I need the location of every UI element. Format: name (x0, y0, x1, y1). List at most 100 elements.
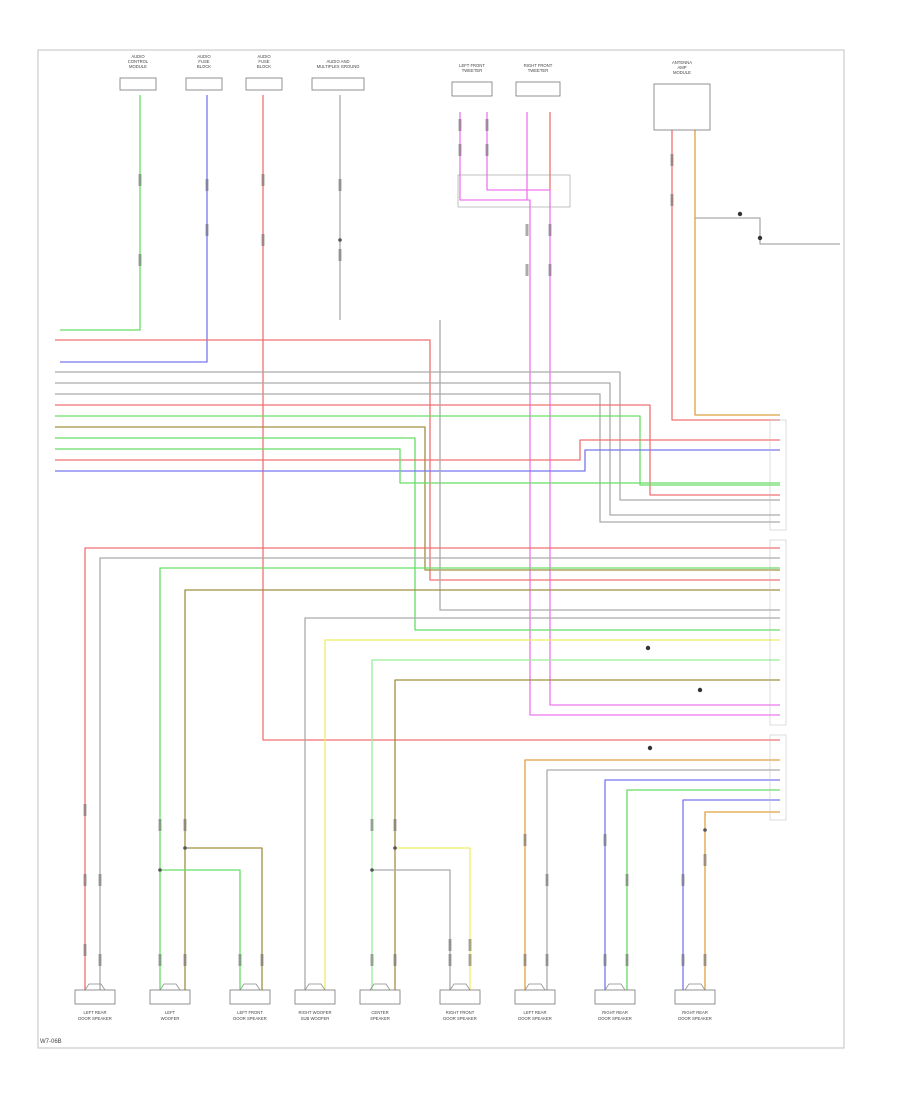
speaker-icon (239, 983, 261, 991)
top-component-label: CONTROL (128, 59, 149, 64)
connector-mark (238, 954, 242, 966)
connector-mark (458, 144, 462, 156)
top-component-5 (451, 81, 493, 97)
speaker-label: RIGHT REAR (602, 1010, 628, 1015)
spk2-wire-a (159, 567, 780, 1000)
top-component-1 (119, 77, 157, 91)
ground-symbol (645, 645, 651, 651)
speaker-label: LEFT FRONT (237, 1010, 263, 1015)
speaker-label: DOOR SPEAKER (518, 1016, 552, 1021)
speaker-icon (84, 983, 106, 991)
top-component-label: AMP (677, 65, 686, 70)
top-component-label: ANTENNA (672, 60, 692, 65)
harness-wire-4 (55, 393, 780, 523)
speaker-4 (294, 989, 336, 1005)
spk8-wire-b (626, 789, 780, 1000)
connector-mark (525, 224, 529, 236)
connector-mark (523, 954, 527, 966)
top-component-3 (245, 77, 283, 91)
connector-mark (670, 194, 674, 206)
spk2-wire-b (184, 589, 780, 1000)
connector-mark (625, 954, 629, 966)
connector-mark (183, 954, 187, 966)
connector-mark (183, 819, 187, 831)
connector-mark (681, 874, 685, 886)
speaker-icon (684, 983, 706, 991)
ground-symbol (697, 687, 703, 693)
speaker-label: RIGHT REAR (682, 1010, 708, 1015)
top-component-4 (311, 77, 365, 91)
spk4-wire-b (324, 639, 780, 1000)
top-component-label: TWEETER (462, 68, 482, 73)
top-component-label: AUDIO (131, 54, 145, 59)
connector-mark (670, 154, 674, 166)
top-component-label: FUSE (198, 59, 209, 64)
connector-mark (603, 834, 607, 846)
connector-mark (548, 224, 552, 236)
ground-symbol (757, 235, 763, 241)
speaker-label: LEFT REAR (84, 1010, 107, 1015)
footer-code: W7-06B (40, 1039, 62, 1045)
connector-mark (468, 954, 472, 966)
connector-mark (261, 234, 265, 246)
speaker-9 (674, 989, 716, 1005)
harness-wire-gray-b (439, 320, 780, 611)
top-component-label: AUDIO (257, 54, 271, 59)
ground-symbol (737, 211, 743, 217)
components: AUDIOCONTROLMODULEAUDIOFUSEBLOCKAUDIOFUS… (74, 54, 787, 1021)
connector-mark (625, 874, 629, 886)
splice-dot (183, 846, 187, 850)
connector-mark (158, 954, 162, 966)
connector-mark (523, 834, 527, 846)
connector-mark (603, 954, 607, 966)
connector-mark (448, 939, 452, 951)
spk3-wire-b (185, 847, 263, 1000)
connector-mark (545, 874, 549, 886)
splice-dot (158, 868, 162, 872)
connector-mark (485, 119, 489, 131)
connector-mark (448, 954, 452, 966)
speaker-label: WOOFER (161, 1016, 180, 1021)
speaker-label: RIGHT FRONT (446, 1010, 475, 1015)
spk9-wire-a (682, 799, 780, 1000)
top-component-label: MODULE (673, 70, 691, 75)
connector-mark (205, 179, 209, 191)
connector-mark (83, 944, 87, 956)
top-component-2 (185, 77, 223, 91)
splice-dot (338, 238, 342, 242)
wire-gray-ant (695, 217, 840, 245)
speaker-label: RIGHT WOOFER (299, 1010, 332, 1015)
connector-mark (468, 939, 472, 951)
speaker-icon (524, 983, 546, 991)
connector-mark (138, 174, 142, 186)
speaker-label: SPEAKER (370, 1016, 390, 1021)
spk1-wire-a (84, 547, 780, 1000)
top-component-label: LEFT FRONT (459, 63, 485, 68)
connector-block-b (769, 539, 787, 726)
spk9-wire-b (704, 811, 780, 1000)
connector-mark (485, 144, 489, 156)
speaker-5 (359, 989, 401, 1005)
connector-mark (545, 954, 549, 966)
top-component-label: MULTIPLEX GROUND (317, 64, 360, 69)
connector-block-c (769, 734, 787, 821)
wire-pink-1 (459, 112, 780, 716)
wire-red-top (262, 95, 780, 741)
harness-wire-8 (55, 437, 780, 631)
speaker-label: CENTER (371, 1010, 388, 1015)
splice-dot (370, 868, 374, 872)
speaker-icon (304, 983, 326, 991)
harness-wire-9 (55, 439, 780, 461)
speaker-icon (449, 983, 471, 991)
spk1-wire-b (99, 557, 780, 1000)
spk5-wire-a (371, 659, 780, 1000)
top-component-label: MODULE (129, 64, 147, 69)
spk8-wire-a (604, 779, 780, 1000)
splice-dot (393, 846, 397, 850)
spk7-wire-b (546, 769, 780, 1000)
connector-block-a (769, 419, 787, 531)
spk7-wire-a (524, 759, 780, 1000)
tweeter-junction (457, 174, 571, 208)
speaker-label: DOOR SPEAKER (598, 1016, 632, 1021)
